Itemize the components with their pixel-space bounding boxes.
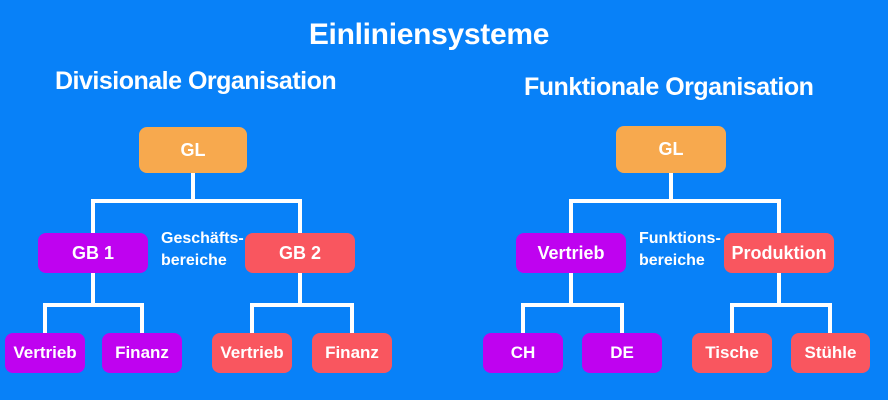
branch-label-line: bereiche <box>639 252 705 269</box>
connector-line <box>730 303 832 307</box>
connector-line <box>569 199 781 203</box>
connector-line <box>250 303 354 307</box>
branch-label-line: Geschäfts- <box>161 230 244 247</box>
node-vertrieb-function: Vertrieb <box>516 233 626 273</box>
connector-line <box>350 303 354 335</box>
node-gb1-finanz: Finanz <box>102 333 182 373</box>
node-ch: CH <box>483 333 563 373</box>
node-gb2-vertrieb: Vertrieb <box>212 333 292 373</box>
node-gl-functional: GL <box>616 126 726 173</box>
node-stuehle: Stühle <box>791 333 870 373</box>
connector-line <box>828 303 832 335</box>
connector-line <box>91 271 95 307</box>
node-gl-divisional: GL <box>139 127 247 173</box>
node-gb2: GB 2 <box>245 233 355 273</box>
branch-label-line: bereiche <box>161 252 227 269</box>
connector-line <box>521 303 525 335</box>
node-gb1-vertrieb: Vertrieb <box>5 333 85 373</box>
connector-line <box>521 303 624 307</box>
connector-line <box>669 173 673 203</box>
connector-line <box>91 199 302 203</box>
connector-line <box>777 199 781 235</box>
node-produktion: Produktion <box>724 233 834 273</box>
branch-label-line: Funktions- <box>639 230 721 247</box>
connector-line <box>298 271 302 307</box>
connector-line <box>569 271 573 307</box>
left-chart-heading: Divisionale Organisation <box>55 67 337 95</box>
connector-line <box>43 303 47 335</box>
node-gb1: GB 1 <box>38 233 148 273</box>
branch-label-geschaeftsbereiche: Geschäfts- bereiche <box>161 228 244 272</box>
connector-line <box>298 199 302 235</box>
connector-line <box>730 303 734 335</box>
connector-line <box>91 199 95 235</box>
connector-line <box>191 173 195 203</box>
connector-line <box>620 303 624 335</box>
branch-label-funktionsbereiche: Funktions- bereiche <box>639 228 721 272</box>
connector-line <box>777 271 781 307</box>
connector-line <box>43 303 144 307</box>
connector-line <box>569 199 573 235</box>
right-chart-heading: Funktionale Organisation <box>524 73 814 101</box>
node-gb2-finanz: Finanz <box>312 333 392 373</box>
page-title: Einliniensysteme <box>308 18 550 51</box>
node-tische: Tische <box>692 333 772 373</box>
connector-line <box>140 303 144 335</box>
connector-line <box>250 303 254 335</box>
node-de: DE <box>582 333 662 373</box>
